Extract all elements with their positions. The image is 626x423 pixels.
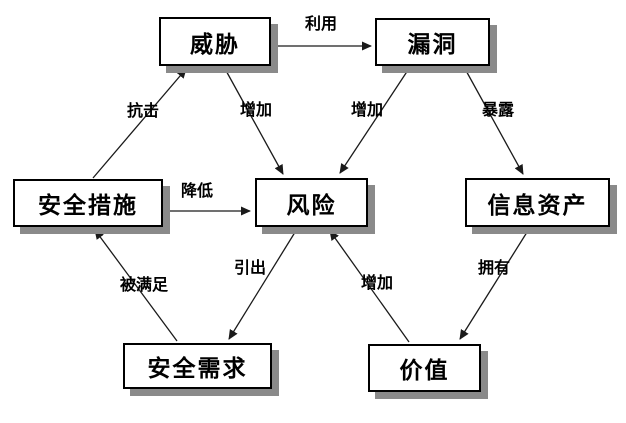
node-value: 价值 <box>368 344 481 392</box>
node-information-assets-label: 信息资产 <box>487 192 588 219</box>
edge-resist <box>92 68 187 179</box>
edge-label-own: 拥有 <box>477 258 511 277</box>
edge-be-satisfied <box>94 229 178 342</box>
node-threat-label: 威胁 <box>190 31 240 58</box>
edge-expose <box>463 66 524 175</box>
edge-derive <box>228 228 298 340</box>
edge-increase-by-value <box>329 230 410 343</box>
node-vulnerability: 漏洞 <box>375 18 490 66</box>
edge-label-be-satisfied: 被满足 <box>119 275 169 294</box>
edge-label-increase-by-value: 增加 <box>360 273 394 292</box>
edge-increase-by-vulnerability <box>339 66 411 174</box>
node-vulnerability-label: 漏洞 <box>407 32 458 58</box>
node-value-label: 价值 <box>399 358 450 384</box>
node-risk-label: 风险 <box>286 192 337 219</box>
edge-label-increase-by-vulnerability: 增加 <box>350 100 384 119</box>
node-security-requirements-label: 安全需求 <box>147 356 248 382</box>
node-security-measures: 安全措施 <box>13 179 163 227</box>
node-security-requirements: 安全需求 <box>123 343 272 389</box>
node-risk: 风险 <box>255 178 368 227</box>
edge-label-derive: 引出 <box>233 258 267 277</box>
edge-label-increase-by-threat: 增加 <box>239 100 273 119</box>
edge-increase-by-threat <box>223 66 284 175</box>
edge-label-expose: 暴露 <box>481 100 515 119</box>
node-information-assets: 信息资产 <box>465 178 610 227</box>
edge-own <box>459 228 530 340</box>
edge-label-exploit: 利用 <box>304 14 338 33</box>
edge-label-resist: 抗击 <box>126 101 160 120</box>
node-security-measures-label: 安全措施 <box>38 193 138 219</box>
node-threat: 威胁 <box>159 17 271 66</box>
edge-label-reduce: 降低 <box>180 181 214 200</box>
